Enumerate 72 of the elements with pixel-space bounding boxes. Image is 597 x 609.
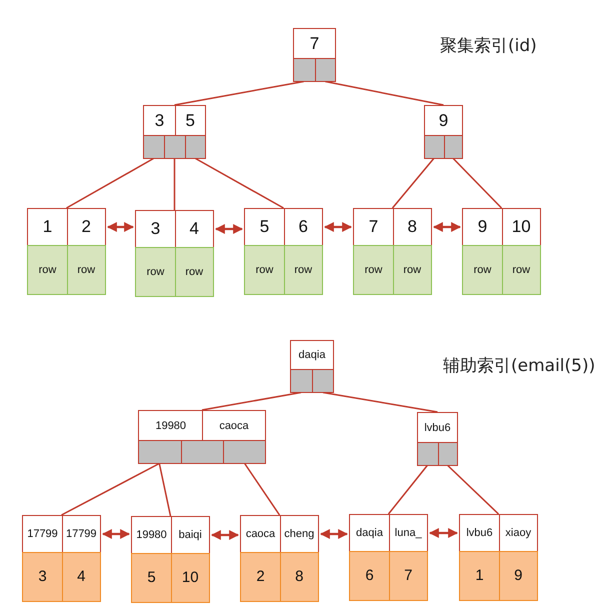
double-arrow (320, 529, 348, 539)
tree-link (202, 392, 302, 411)
tree-link (158, 463, 172, 516)
tree-link (174, 80, 304, 106)
data-cell: 9 (498, 550, 538, 600)
key-cell: daqia (290, 340, 334, 370)
tree-link (174, 158, 176, 210)
tree-link (244, 463, 280, 516)
double-arrow (433, 222, 461, 232)
tree-link (195, 158, 284, 209)
index-title: 辅助索引(email(5)) (443, 355, 596, 377)
key-cell: 19980 (131, 516, 172, 554)
data-cell: 6 (349, 550, 390, 600)
key-cell: 19980 (138, 410, 204, 441)
data-cell: 2 (240, 552, 281, 602)
data-cell: 1 (459, 550, 500, 600)
double-arrow (102, 529, 130, 539)
key-cell: 4 (174, 210, 214, 248)
data-cell: row (502, 244, 541, 294)
double-arrow (211, 530, 239, 540)
key-cell: 5 (174, 105, 206, 136)
tree-link (447, 464, 500, 515)
key-cell: 17799 (22, 515, 63, 553)
key-cell: 7 (353, 208, 394, 246)
key-cell: xiaoy (498, 514, 538, 552)
key-cell: 5 (244, 208, 285, 246)
key-cell: caoca (202, 410, 266, 441)
data-cell: 7 (388, 550, 428, 600)
tree-link (388, 465, 428, 514)
tree-link (325, 80, 444, 106)
data-cell: row (284, 244, 323, 294)
tree-link (452, 158, 502, 209)
data-cell: row (353, 244, 394, 294)
key-cell: luna_ (388, 514, 428, 552)
data-cell: 4 (62, 552, 101, 602)
data-cell: row (392, 244, 432, 294)
key-cell: 6 (284, 208, 323, 246)
key-cell: 2 (66, 208, 106, 246)
data-cell: row (174, 246, 214, 296)
data-cell: row (462, 244, 503, 294)
key-cell: 17799 (62, 515, 101, 553)
key-cell: cheng (280, 515, 319, 553)
double-arrow (324, 222, 352, 232)
double-arrow (429, 528, 458, 538)
data-cell: row (27, 244, 68, 294)
key-cell: daqia (349, 514, 390, 552)
tree-link (61, 462, 160, 516)
key-cell: 10 (502, 208, 541, 246)
tree-link (322, 392, 438, 413)
key-cell: 1 (27, 208, 68, 246)
key-cell: 3 (135, 210, 176, 248)
data-cell: 3 (22, 552, 63, 602)
key-cell: lvbu6 (417, 412, 458, 443)
key-cell: 9 (462, 208, 503, 246)
data-cell: 8 (280, 552, 319, 602)
double-arrow (215, 224, 243, 234)
tree-link (392, 158, 434, 208)
data-cell: 5 (131, 552, 172, 602)
data-cell: row (244, 244, 285, 294)
key-cell: 3 (143, 105, 176, 136)
key-cell: caoca (240, 515, 281, 553)
index-title: 聚集索引(id) (440, 35, 537, 57)
data-cell: 10 (170, 552, 210, 602)
key-cell: 7 (293, 28, 336, 59)
tree-link (66, 158, 154, 209)
double-arrow (107, 222, 134, 232)
data-cell: row (66, 244, 106, 294)
data-cell: row (135, 246, 176, 296)
key-cell: lvbu6 (459, 514, 500, 552)
key-cell: 8 (392, 208, 432, 246)
key-cell: baiqi (170, 516, 210, 554)
key-cell: 9 (424, 105, 463, 136)
